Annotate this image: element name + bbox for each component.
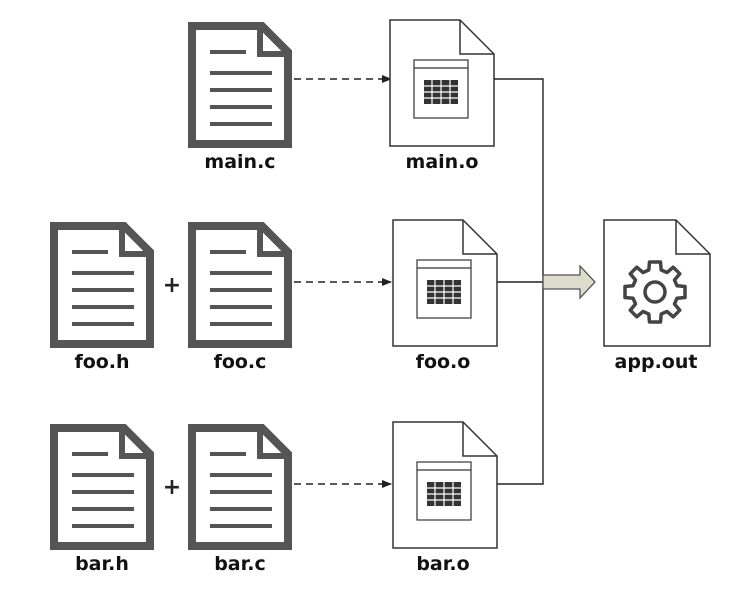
bar-h-label: bar.h	[75, 553, 129, 575]
foo-o-label: foo.o	[416, 351, 471, 373]
foo-h-label: foo.h	[74, 351, 129, 373]
main-o-connector	[494, 78, 544, 282]
gear-file-icon	[603, 219, 711, 347]
link-connectors	[494, 78, 544, 485]
bar-c-document-icon	[192, 428, 288, 546]
foo-c-label: foo.c	[214, 351, 267, 373]
row-main: main.c main.o	[192, 19, 495, 173]
foo-c-document-icon	[192, 226, 288, 344]
foo-o-object-icon	[392, 219, 498, 347]
main-o-object-icon	[389, 19, 495, 147]
app-out-label: app.out	[615, 351, 698, 373]
bar-plus-sign: +	[163, 475, 181, 500]
link-merge-arrow	[542, 264, 596, 300]
bar-h-document-icon	[54, 428, 150, 546]
bar-c-label: bar.c	[214, 553, 266, 575]
row-bar: bar.h + bar.c bar.o	[54, 421, 498, 575]
gear-icon	[623, 260, 687, 324]
row-foo: foo.h + foo.c foo.o	[54, 219, 498, 373]
foo-h-document-icon	[54, 226, 150, 344]
bar-o-object-icon	[392, 421, 498, 549]
main-c-label: main.c	[204, 151, 275, 173]
bar-o-label: bar.o	[416, 553, 469, 575]
main-o-label: main.o	[406, 151, 479, 173]
foo-plus-sign: +	[163, 273, 181, 298]
main-c-document-icon	[192, 26, 288, 144]
app-out-executable: app.out	[603, 219, 711, 373]
bar-o-connector	[497, 282, 544, 485]
